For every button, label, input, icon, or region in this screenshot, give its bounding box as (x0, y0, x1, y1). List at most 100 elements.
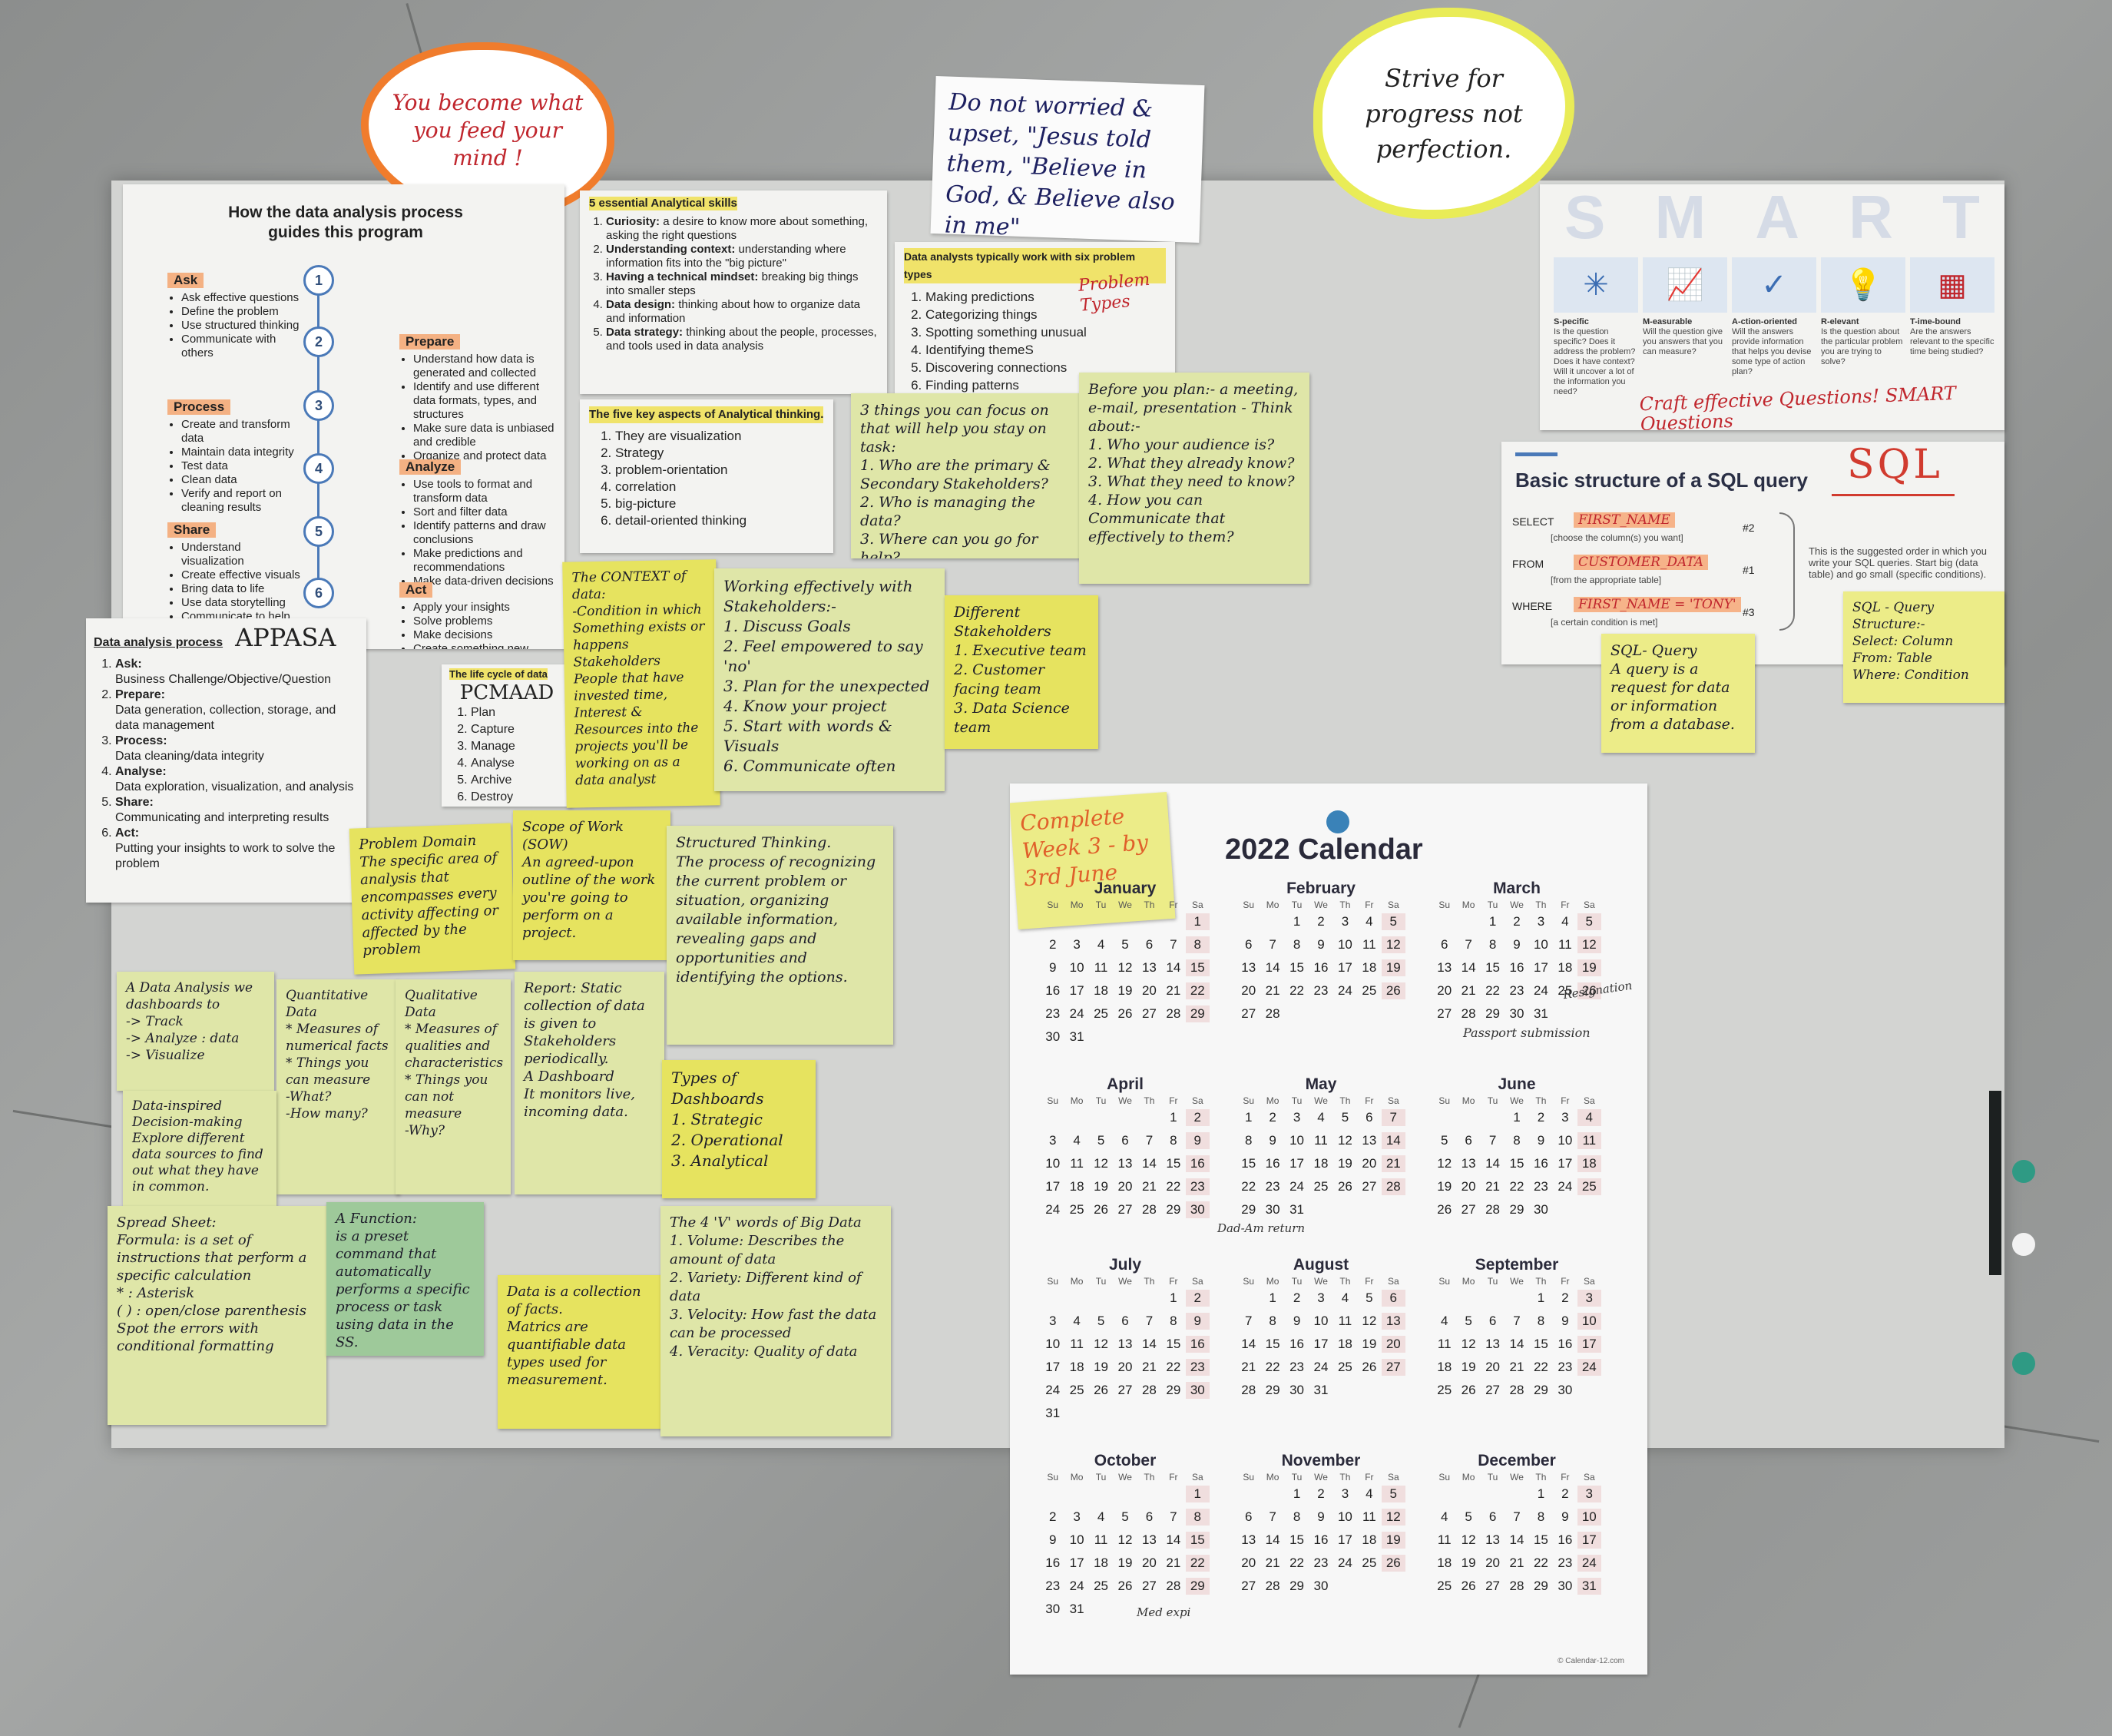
weekday-label: Su (1438, 1095, 1451, 1106)
month-name: January (1094, 880, 1157, 897)
blank-day (1137, 1290, 1161, 1307)
calendar-day: 7 (1145, 1314, 1154, 1328)
calendar-day: 26 (1094, 1202, 1109, 1217)
list-item: correlation (615, 479, 824, 495)
calendar-day: 19 (1337, 1156, 1352, 1171)
list-item: Data strategy: thinking about the people… (606, 326, 878, 353)
calendar-day: 24 (1577, 1555, 1601, 1572)
calendar-day: 22 (1485, 983, 1501, 998)
calendar-day: 15 (1533, 1532, 1548, 1547)
calendar-day: 11 (1314, 1133, 1328, 1148)
calendar-day: 16 (1509, 960, 1524, 975)
sql-value: FIRST_NAME (1574, 512, 1675, 528)
weekday-label: Mo (1462, 1472, 1475, 1483)
calendar-day: 15 (1289, 1532, 1305, 1547)
calendar-day: 20 (1461, 1179, 1476, 1194)
calendar-day: 16 (1313, 1532, 1329, 1547)
weekday-label: Th (1144, 1095, 1155, 1106)
calendar-day: 5 (1341, 1110, 1349, 1125)
calendar-day: 8 (1244, 1133, 1253, 1148)
bullet: Communicate with others (181, 333, 306, 360)
calendar-day: 20 (1362, 1156, 1377, 1171)
calendar-day: 26 (1381, 982, 1405, 999)
calendar-day: 31 (1313, 1383, 1329, 1397)
calendar-day: 18 (1558, 960, 1573, 975)
calendar-day: 20 (1241, 1555, 1256, 1570)
aspects-title: The five key aspects of Analytical think… (589, 406, 824, 423)
calendar-day: 1 (1513, 1110, 1521, 1125)
list-item: Plan (471, 704, 564, 721)
sql-row: SELECT FIRST_NAME [choose the column(s) … (1512, 512, 1766, 555)
calendar-day: 5 (1465, 1314, 1472, 1328)
calendar-day: 8 (1185, 936, 1210, 953)
calendar-day: 2 (1185, 1109, 1210, 1126)
calendar-day: 17 (1289, 1156, 1305, 1171)
calendar-day: 7 (1513, 1509, 1521, 1524)
stage-process: Process Create and transform data Mainta… (167, 399, 306, 515)
sql-accent-bar (1515, 452, 1558, 456)
calendar-day: 16 (1558, 1337, 1573, 1351)
calendar-day: 25 (1437, 1383, 1452, 1397)
calendar-day: 19 (1577, 959, 1601, 976)
calendar-day: 13 (1437, 960, 1452, 975)
calendar-day: 14 (1141, 1337, 1157, 1351)
calendar-day: 30 (1533, 1202, 1548, 1217)
weekday-label: Tu (1487, 1095, 1498, 1106)
calendar-day: 17 (1337, 960, 1352, 975)
calendar-day: 24 (1045, 1202, 1061, 1217)
weekday-label: Sa (1387, 1472, 1399, 1483)
quote-cloud-feed-mind: You become what you feed your mind ! (361, 42, 614, 219)
calendar-day: 1 (1170, 1110, 1177, 1125)
calendar-day: 17 (1069, 1555, 1084, 1570)
calendar-day: 27 (1241, 1579, 1256, 1593)
calendar-day: 9 (1269, 1133, 1276, 1148)
calendar-day: 25 (1437, 1579, 1452, 1593)
calendar-day: 21 (1141, 1360, 1157, 1374)
working-stakeholders-note: Working effectively with Stakeholders:- … (714, 568, 945, 791)
calendar-day: 28 (1265, 1006, 1280, 1021)
bullet: Clean data (181, 473, 306, 487)
calendar-day: 19 (1094, 1179, 1109, 1194)
calendar-day: 9 (1048, 960, 1057, 975)
month-name: June (1498, 1075, 1536, 1093)
blank-day (1481, 1486, 1505, 1502)
calendar-day: 28 (1241, 1383, 1256, 1397)
data-definition-note: Data is a collection of facts. Matrics a… (498, 1275, 663, 1429)
weekday-label: Su (1438, 1276, 1451, 1287)
calendar-day: 27 (1141, 1006, 1157, 1021)
calendar-day: 28 (1166, 1579, 1181, 1593)
calendar-day: 12 (1362, 1314, 1377, 1328)
month-name: March (1493, 880, 1541, 897)
dashboards-note: A Data Analysis we dashboards to -> Trac… (117, 972, 274, 1091)
calendar-day: 15 (1509, 1156, 1524, 1171)
calendar-day: 5 (1465, 1509, 1472, 1524)
appasa-acronym: APPASA (235, 623, 336, 652)
list-item: Analyse:Data exploration, visualization,… (115, 764, 359, 795)
blank-day (1432, 1486, 1456, 1502)
calendar-day: 14 (1166, 1532, 1181, 1547)
calendar-day: 11 (1437, 1532, 1452, 1547)
calendar-day: 24 (1069, 1579, 1084, 1593)
calendar-day: 28 (1265, 1579, 1280, 1593)
calendar-day: 11 (1558, 937, 1572, 952)
qualitative-data-note: Qualitative Data * Measures of qualities… (396, 979, 511, 1194)
sql-query-note: SQL- Query A query is a request for data… (1601, 634, 1755, 753)
smart-letter: R (1849, 184, 1893, 251)
calendar-day: 15 (1166, 1337, 1181, 1351)
calendar-day: 4 (1073, 1314, 1081, 1328)
weekday-label: Fr (1365, 1276, 1374, 1287)
stage-label: Process (167, 399, 231, 415)
calendar-day: 2 (1048, 1509, 1057, 1524)
bullet: Make predictions and recommendations (413, 547, 557, 575)
calendar-day: 16 (1265, 1156, 1280, 1171)
asterisk-icon: ✳ (1554, 257, 1638, 313)
lifecycle-title: The life cycle of data (449, 668, 548, 680)
calendar-day: 4 (1097, 1509, 1105, 1524)
calendar-day: 12 (1117, 960, 1133, 975)
calendar-day: 8 (1293, 1509, 1301, 1524)
